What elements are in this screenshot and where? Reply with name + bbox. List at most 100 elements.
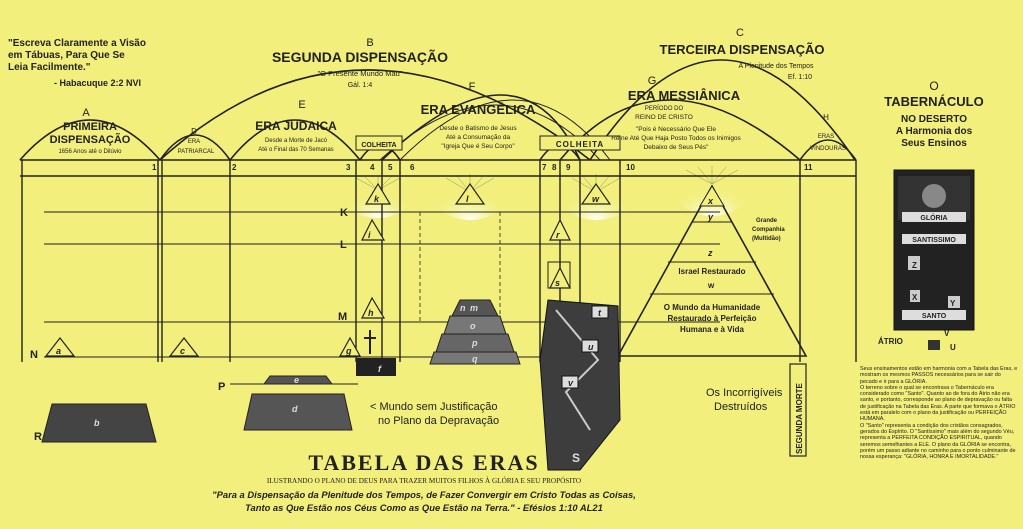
era-f-line-1: Desde o Batismo de Jesus	[439, 125, 517, 132]
letter-b: B	[366, 37, 373, 49]
mundo-line-2: Restaurado à Perfeição	[668, 314, 757, 323]
tab-z: Z	[912, 261, 917, 270]
tabernacle-title: TABERNÁCULO	[884, 94, 983, 109]
era-g-line-1: PERÍODO DO	[645, 105, 684, 112]
number-8: 8	[552, 163, 557, 172]
depravation-slabs	[41, 330, 396, 443]
plane-l: L	[340, 239, 347, 251]
mundo-line-1: O Mundo da Humanidade	[664, 303, 761, 312]
dispensation-c-ref: Ef. 1:10	[788, 74, 812, 81]
plane-m: M	[338, 311, 347, 323]
era-h-line-1: ERAS	[818, 134, 834, 140]
harvest-right: COLHEITA	[556, 140, 604, 149]
mark-s: s	[555, 278, 560, 288]
letter-c: C	[736, 27, 744, 39]
dispensation-b-sub: "O Presente Mundo Mau"	[318, 69, 403, 78]
mark-i: i	[368, 230, 371, 240]
number-10: 10	[626, 163, 635, 172]
tab-v: V	[944, 329, 950, 338]
number-1: 1	[152, 163, 157, 172]
tab-u: U	[950, 343, 956, 352]
dispensation-b-title: SEGUNDA DISPENSAÇÃO	[272, 48, 448, 65]
letter-e: E	[298, 99, 305, 111]
side-paragraph-3: O "Santo" representa a condição dos cris…	[860, 422, 1016, 461]
era-g-line-4: Reine Até Que Haja Posto Todos os Inimig…	[611, 135, 741, 142]
footer-title: TABELA DAS ERAS	[308, 450, 539, 475]
mark-d: d	[292, 404, 298, 414]
letter-d: D	[191, 127, 197, 136]
tab-atrio: ÁTRIO	[878, 337, 903, 346]
tab-gloria: GLÓRIA	[920, 213, 947, 222]
tab-y: Y	[950, 299, 956, 308]
dispensation-arches	[19, 59, 857, 161]
era-e-title: ERA JUDAICA	[255, 119, 337, 133]
second-death-box	[789, 363, 807, 457]
number-9: 9	[566, 163, 571, 172]
mark-g: g	[345, 346, 352, 356]
letter-g: G	[648, 75, 657, 87]
side-explanation: Seus ensinamentos estão em harmonia com …	[860, 366, 1018, 460]
mundo-line-3: Humana e à Vida	[680, 325, 744, 334]
mark-p: p	[471, 338, 478, 348]
mark-m: m	[470, 303, 478, 313]
tab-x: X	[912, 293, 918, 302]
era-f-title: ERA EVANGÉLICA	[421, 102, 536, 117]
footer-sub: ILUSTRANDO O PLANO DE DEUS PARA TRAZER M…	[267, 475, 581, 485]
mark-c: c	[180, 346, 185, 356]
mark-h: h	[368, 308, 374, 318]
mark-t: t	[598, 308, 602, 318]
quote-line-3: Leia Facilmente."	[8, 62, 91, 73]
number-5: 5	[388, 163, 393, 172]
mark-l: l	[466, 194, 469, 204]
mark-u: u	[588, 342, 594, 352]
mark-e: e	[294, 375, 299, 385]
dispensation-c-title: TERCEIRA DISPENSAÇÃO	[660, 42, 825, 57]
mark-z: z	[707, 248, 713, 258]
quote-ref: - Habacuque 2:2 NVI	[54, 78, 141, 88]
side-paragraph-1: Seus ensinamentos estão em harmonia com …	[860, 366, 1018, 385]
mark-w: w	[592, 194, 600, 204]
dashed-verticals	[419, 212, 501, 322]
tab-santo: SANTO	[922, 313, 947, 320]
dispensation-b-ref: Gál. 1:4	[348, 82, 373, 89]
era-f-line-2: Até a Consumação da	[446, 134, 511, 141]
incorrigiveis-2: Destruídos	[714, 401, 768, 413]
letter-f: F	[469, 81, 476, 93]
grande-2: Companhia	[752, 227, 785, 233]
plane-n: N	[30, 349, 38, 361]
quote-line-2: em Tábuas, Para Que Se	[8, 50, 125, 61]
tabernacle-sub-1: NO DESERTO	[901, 114, 967, 125]
era-g-line-2: REINO DE CRISTO	[635, 114, 693, 121]
mark-n: n	[460, 303, 466, 313]
number-4: 4	[370, 163, 375, 172]
second-death-label: SEGUNDA MORTE	[795, 383, 804, 454]
tabernacle-sub-3: Seus Ensinos	[901, 138, 967, 149]
mark-big-s: S	[572, 451, 580, 465]
footer-quote-1: "Para a Dispensação da Plenitude dos Tem…	[212, 489, 636, 500]
era-d-line-1: ERA	[188, 139, 200, 145]
grande-1: Grande	[756, 218, 778, 224]
quote-line-1: "Escreva Claramente a Visão	[8, 38, 146, 49]
tabernacle-picture	[893, 169, 975, 350]
step-mound	[429, 299, 521, 365]
grande-3: (Multidão)	[752, 236, 781, 242]
mundo-sem-1: < Mundo sem Justificação	[370, 401, 497, 413]
s-box	[547, 261, 571, 289]
letter-a: A	[82, 107, 90, 119]
mark-x: x	[707, 196, 714, 206]
incorrigiveis-1: Os Incorrigíveis	[706, 387, 783, 399]
mark-r: r	[556, 230, 560, 240]
mark-y: y	[707, 212, 714, 222]
plane-p: P	[218, 381, 225, 393]
tab-santissimo: SANTISSIMO	[912, 237, 956, 244]
dispensation-a-title-2: DISPENSAÇÃO	[50, 133, 131, 146]
mark-b: b	[94, 418, 100, 428]
plane-r: R	[34, 431, 42, 443]
era-d-line-2: PATRIARCAL	[178, 149, 215, 155]
harvest-boxes	[355, 135, 621, 151]
mark-o: o	[470, 321, 476, 331]
restoration-pyramid	[616, 184, 808, 357]
dispensation-c-sub: A Plenitude dos Tempos	[739, 63, 814, 70]
number-2: 2	[232, 163, 237, 172]
